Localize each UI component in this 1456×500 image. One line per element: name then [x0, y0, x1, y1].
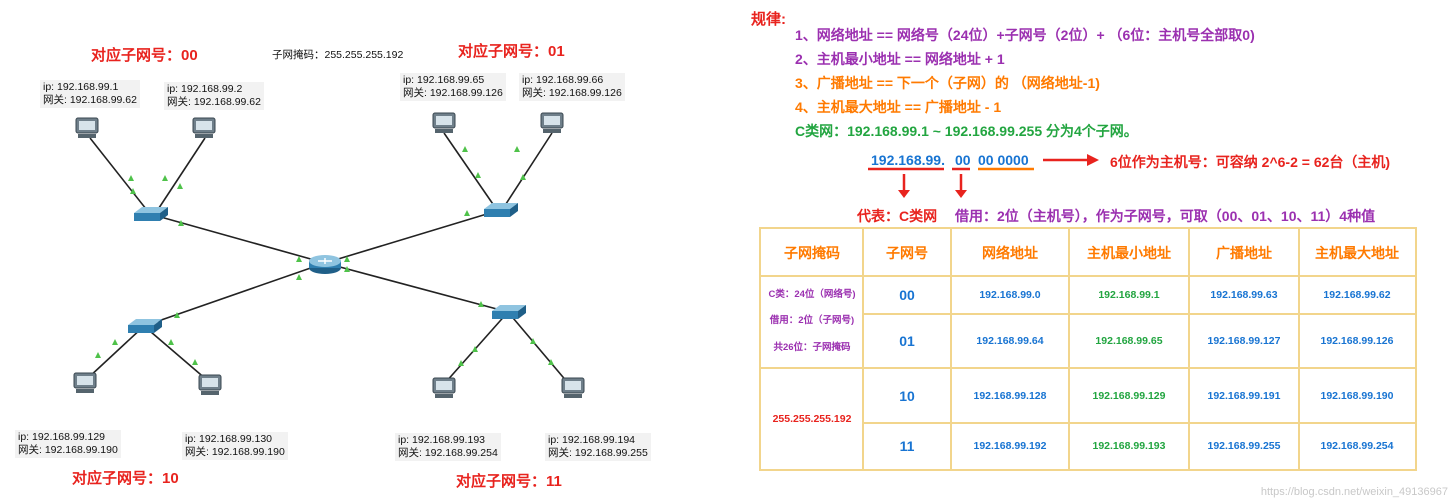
max-host-address: 192.168.99.126 — [1320, 335, 1394, 347]
watermark: https://blog.csdn.net/weixin_49136967 — [1260, 486, 1448, 498]
subnet-title-01: 对应子网号：01 — [458, 43, 565, 60]
router-icon — [309, 255, 341, 274]
max-host-address: 192.168.99.62 — [1323, 289, 1391, 301]
subnet-title-11: 对应子网号：11 — [456, 473, 562, 490]
header-subnet-mask: 子网掩码 — [784, 244, 840, 261]
subnet-title-00: 对应子网号：00 — [91, 47, 198, 64]
header-max-host: 主机最大地址 — [1315, 244, 1399, 261]
breakdown-network-part: 192.168.99. — [871, 152, 945, 168]
min-host-address: 192.168.99.129 — [1092, 389, 1166, 402]
link-pc4-switch2 — [501, 132, 553, 211]
broadcast-address: 192.168.99.191 — [1207, 389, 1281, 402]
rule-3: 3、广播地址 == 下一个（子网）的 （网络地址-1) — [795, 75, 1100, 91]
rule-1: 1、网络地址 == 网络号（24位）+子网号（2位）+ （6位：主机号全部取0) — [795, 27, 1255, 43]
rule-4: 4、主机最大地址 == 广播地址 - 1 — [795, 99, 1002, 115]
min-host-address: 192.168.99.1 — [1098, 289, 1160, 301]
max-host-address: 192.168.99.190 — [1320, 389, 1394, 402]
min-host-address: 192.168.99.193 — [1092, 440, 1166, 452]
broadcast-address: 192.168.99.63 — [1210, 289, 1278, 301]
link-switch3-router — [143, 262, 326, 327]
link-switch3-pc5 — [87, 325, 145, 379]
max-host-address: 192.168.99.254 — [1320, 440, 1394, 452]
link-pc2-switch1 — [154, 137, 206, 215]
link-switch4-router — [324, 262, 509, 313]
mask-note-borrow: 借用：2位（子网号) — [769, 315, 855, 326]
host-bits-note: 6位作为主机号：可容纳 2^6-2 = 62台（主机) — [1110, 154, 1391, 170]
subnet-number: 11 — [899, 438, 915, 454]
link-switch4-pc7 — [444, 311, 509, 384]
link-pc1-switch1 — [89, 137, 151, 215]
link-switch2-router — [324, 209, 501, 264]
network-address: 192.168.99.192 — [973, 440, 1047, 452]
network-address: 192.168.99.128 — [973, 389, 1047, 402]
subnet-mask-label: 子网掩码：255.255.255.192 — [272, 49, 404, 61]
link-switch1-router — [149, 213, 326, 264]
header-min-host: 主机最小地址 — [1087, 244, 1171, 261]
subnet-number: 10 — [899, 387, 915, 404]
mask-value: 255.255.255.192 — [772, 412, 852, 425]
subnet-table: 子网掩码 子网号 网络地址 主机最小地址 广播地址 主机最大地址 C类：24位（… — [759, 227, 1417, 471]
borrow-note: 借用：2位（主机号），作为子网号，可取（00、01、10、11）4种值 — [955, 208, 1376, 224]
breakdown-annotations — [868, 167, 1034, 198]
header-broadcast: 广播地址 — [1216, 244, 1272, 261]
min-host-address: 192.168.99.65 — [1095, 335, 1163, 347]
c-class-range: C类网：192.168.99.1 ~ 192.168.99.255 分为4个子网… — [795, 123, 1138, 139]
broadcast-address: 192.168.99.127 — [1207, 335, 1281, 347]
header-network-address: 网络地址 — [982, 244, 1038, 261]
rules-title: 规律: — [751, 11, 786, 28]
link-switch4-pc8 — [507, 311, 569, 384]
breakdown-host-part: 00 0000 — [978, 152, 1029, 168]
network-address: 192.168.99.64 — [976, 335, 1044, 347]
mask-note-total: 共26位：子网掩码 — [773, 342, 851, 353]
breakdown-subnet-part: 00 — [955, 152, 971, 168]
pc-icon — [73, 112, 585, 398]
network-topology — [73, 112, 585, 398]
rule-2: 2、主机最小地址 == 网络地址 + 1 — [795, 51, 1005, 67]
broadcast-address: 192.168.99.255 — [1207, 440, 1281, 452]
network-address: 192.168.99.0 — [979, 289, 1041, 301]
subnet-number: 00 — [899, 287, 915, 303]
represents-c-class: 代表：C类网 — [857, 208, 938, 224]
link-pc3-switch2 — [443, 132, 498, 211]
header-subnet-number: 子网号 — [886, 244, 928, 261]
link-switch3-pc6 — [143, 325, 208, 381]
arrow-right-icon — [1043, 154, 1099, 166]
subnet-title-10: 对应子网号：10 — [72, 470, 179, 487]
subnet-number: 01 — [899, 333, 915, 349]
table-grid — [761, 229, 1415, 469]
mask-note-c-class: C类：24位（网络号) — [768, 289, 856, 300]
switch-icon — [128, 203, 526, 333]
